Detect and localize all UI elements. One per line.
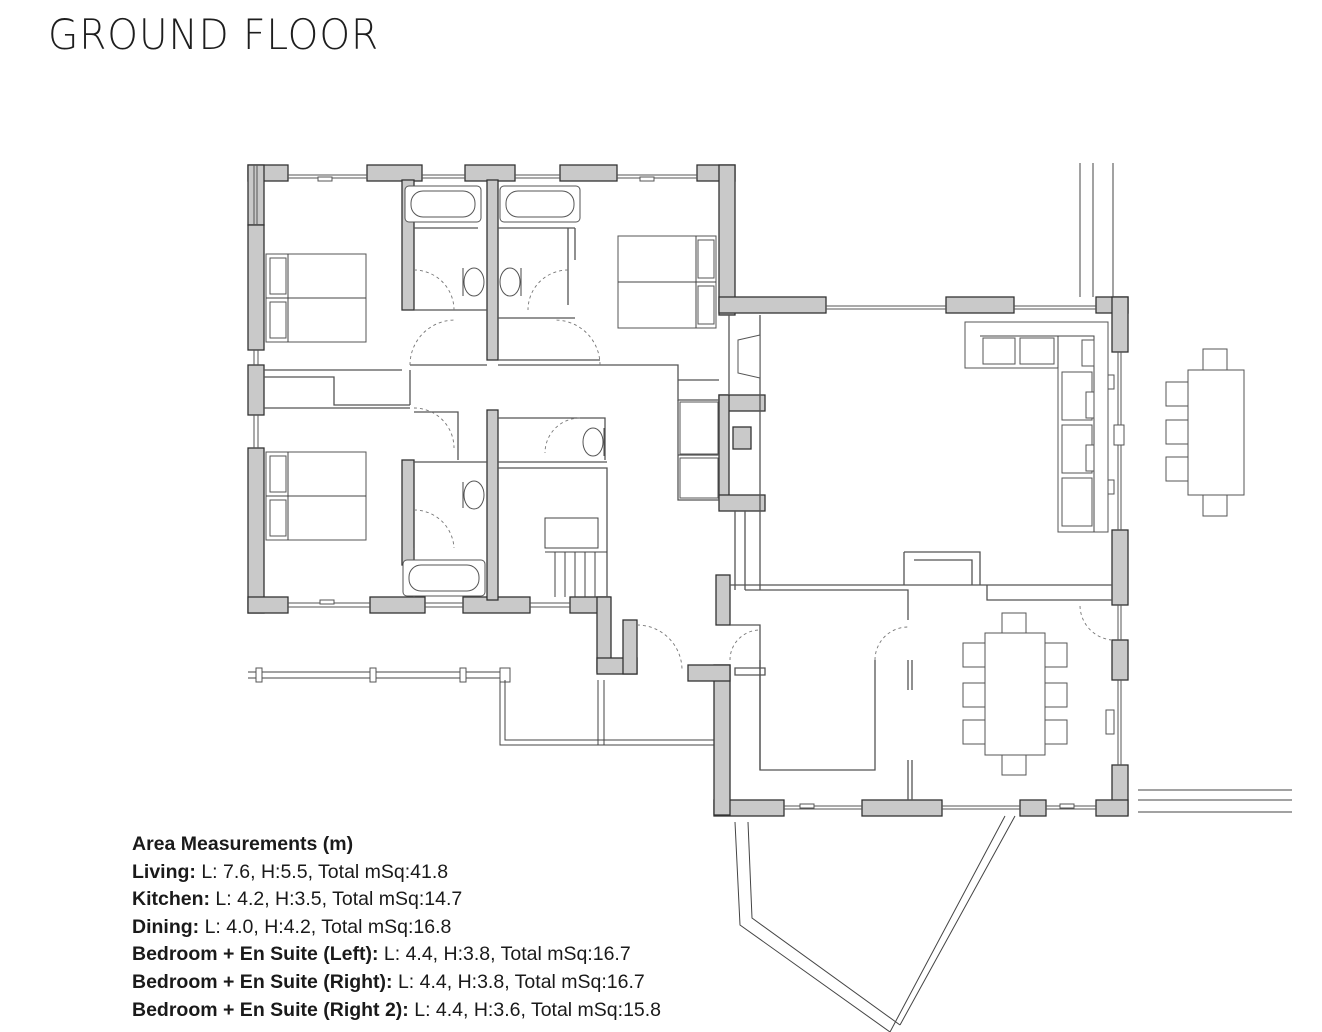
measurements-heading: Area Measurements (m) [132, 833, 354, 855]
measurement-value: L: 4.4, H:3.6, Total mSq:15.8 [408, 998, 662, 1021]
measurement-label: Kitchen: [132, 888, 210, 911]
terrace-lines [248, 163, 1292, 1032]
toilet-icon [462, 267, 605, 510]
bath-icon [499, 185, 581, 223]
measurement-label: Bedroom + En Suite (Right): [132, 970, 393, 993]
bath-icon [402, 559, 486, 597]
doors [409, 269, 1113, 671]
measurement-row-bedroom-right-2: Bedroom + En Suite (Right 2): L: 4.4, H:… [132, 997, 661, 1025]
bed-icon [265, 253, 367, 343]
measurement-value: L: 4.4, H:3.8, Total mSq:16.7 [378, 943, 631, 966]
sofa-icon [964, 321, 1109, 533]
outdoor-table-icon [1165, 348, 1245, 517]
measurement-value: L: 4.4, H:3.8, Total mSq:16.7 [392, 970, 645, 993]
measurement-row-living: Living: L: 7.6, H:5.5, Total mSq:41.8 [132, 859, 661, 887]
bed-icon [617, 235, 717, 329]
measurement-label: Living: [132, 860, 196, 883]
page-title: GROUND FLOOR [48, 10, 380, 59]
external-walls [247, 164, 1129, 817]
dining-table-icon [962, 612, 1068, 776]
measurement-row-kitchen: Kitchen: L: 4.2, H:3.5, Total mSq:14.7 [132, 886, 661, 914]
bed-icon [265, 451, 367, 541]
bath-icon [404, 185, 482, 223]
measurement-value: L: 4.0, H:4.2, Total mSq:16.8 [199, 915, 452, 938]
measurement-row-dining: Dining: L: 4.0, H:4.2, Total mSq:16.8 [132, 914, 661, 942]
measurement-value: L: 4.2, H:3.5, Total mSq:14.7 [210, 888, 463, 911]
measurement-row-bedroom-right: Bedroom + En Suite (Right): L: 4.4, H:3.… [132, 969, 661, 997]
furniture [265, 185, 1245, 776]
measurement-value: L: 7.6, H:5.5, Total mSq:41.8 [195, 860, 449, 883]
measurement-row-bedroom-left: Bedroom + En Suite (Left): L: 4.4, H:3.8… [132, 941, 661, 969]
measurement-label: Dining: [132, 915, 200, 938]
windows [253, 165, 1125, 810]
measurement-label: Bedroom + En Suite (Right 2): [132, 998, 409, 1021]
measurement-label: Bedroom + En Suite (Left): [132, 943, 379, 966]
internal-walls [264, 227, 1112, 800]
area-measurements: Area Measurements (m) Living: L: 7.6, H:… [132, 831, 661, 1024]
